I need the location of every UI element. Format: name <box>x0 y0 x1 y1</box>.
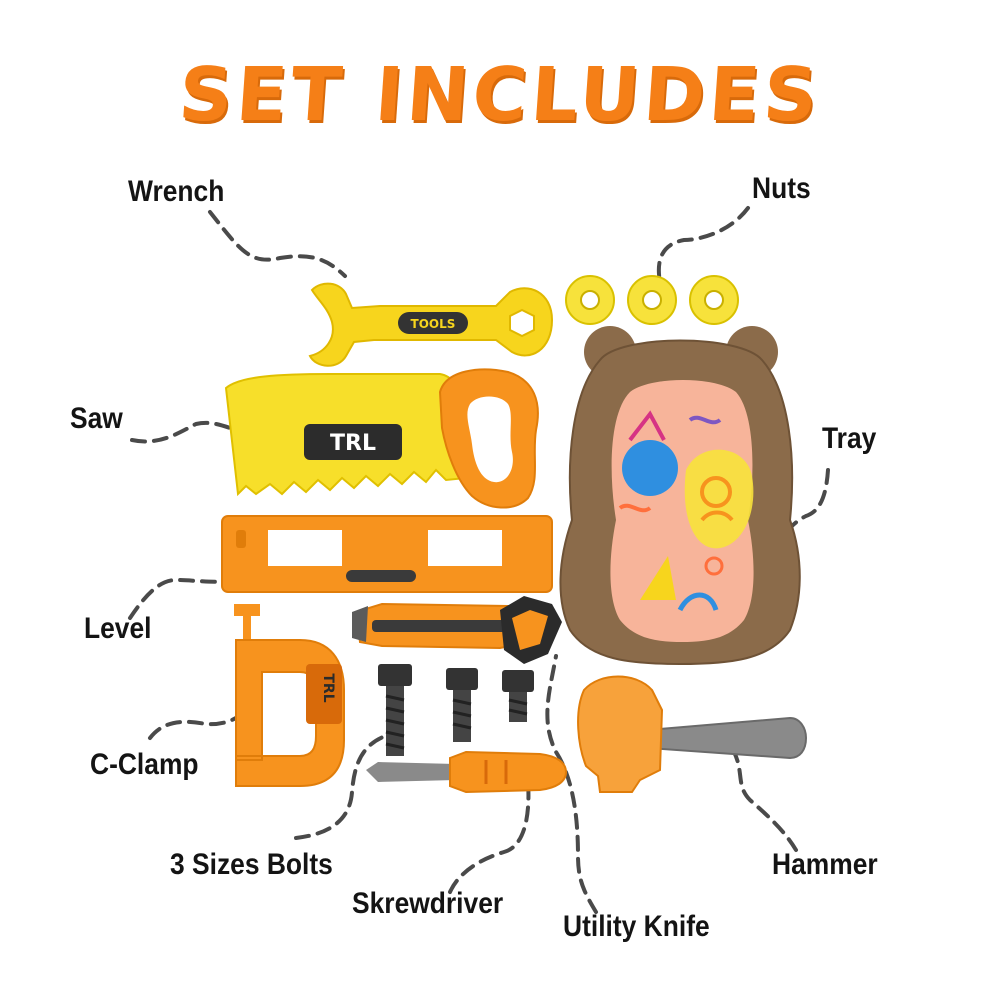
tray-toy <box>559 326 801 666</box>
label-saw: Saw <box>70 402 123 435</box>
bolts-toy <box>378 664 534 756</box>
screwdriver-toy <box>366 750 568 794</box>
leader-knife <box>545 654 598 914</box>
label-tray: Tray <box>822 422 877 455</box>
nut-3 <box>689 275 739 325</box>
wrench-logo: TOOLS <box>411 317 456 331</box>
label-utility-knife: Utility Knife <box>563 910 710 943</box>
nuts-toy <box>565 275 739 325</box>
leader-wrench <box>208 210 347 278</box>
label-screwdriver: Skrewdriver <box>352 887 504 920</box>
hammer-toy <box>577 675 808 793</box>
label-nuts: Nuts <box>752 172 811 205</box>
nut-1 <box>565 275 615 325</box>
leader-screwdriver <box>448 780 531 894</box>
label-level: Level <box>84 612 152 645</box>
c-clamp-toy: TRL <box>234 604 345 787</box>
level-toy <box>221 515 553 593</box>
leader-level <box>128 577 240 620</box>
nut-2 <box>627 275 677 325</box>
label-c-clamp: C-Clamp <box>90 748 199 781</box>
leader-hammer <box>732 750 798 852</box>
label-bolts: 3 Sizes Bolts <box>170 848 333 881</box>
leader-nuts <box>656 206 750 284</box>
label-hammer: Hammer <box>772 848 878 881</box>
saw-toy: TRL <box>224 368 539 509</box>
leader-saw <box>130 421 244 444</box>
clamp-logo: TRL <box>320 673 336 702</box>
leader-bolts <box>294 732 394 840</box>
label-wrench: Wrench <box>128 175 225 208</box>
bolt-small <box>502 670 534 722</box>
bolt-large <box>378 664 412 756</box>
bolt-medium <box>446 668 478 742</box>
utility-knife-toy <box>352 596 562 664</box>
saw-logo: TRL <box>330 431 376 456</box>
wrench-toy: TOOLS <box>308 282 554 367</box>
